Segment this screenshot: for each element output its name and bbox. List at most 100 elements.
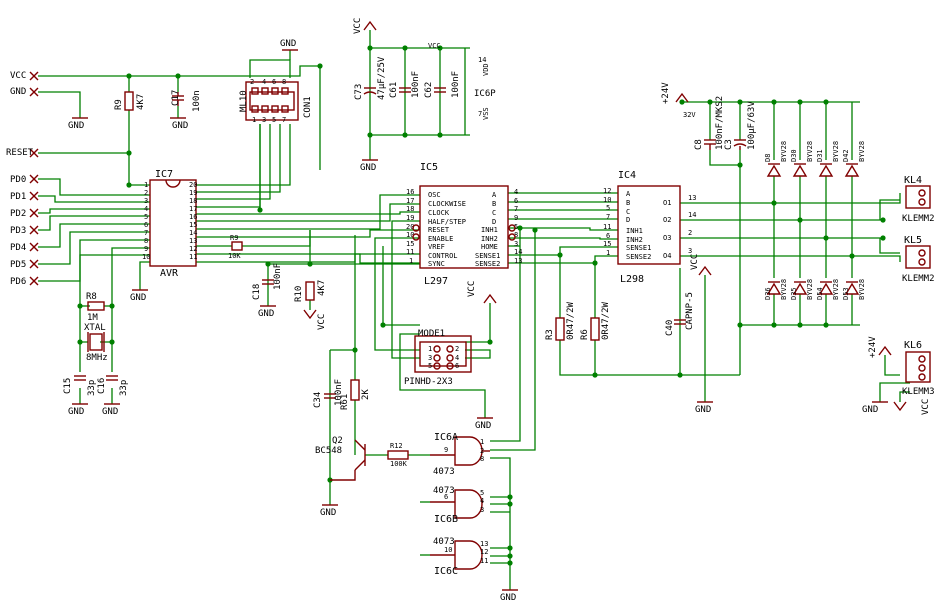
v32-label: 32V: [683, 111, 696, 119]
ic5-pin-num: 5: [514, 223, 518, 231]
c62-name: C62: [424, 82, 434, 98]
vcc-label: VCC: [353, 18, 363, 34]
r61-name: R61: [340, 394, 350, 410]
ic6a-type: 4073: [433, 467, 455, 477]
c40-value: CAPNP-5: [685, 292, 695, 330]
diode-type: BYV28: [780, 141, 788, 162]
c40-capacitor: C40 CAPNP-5: [665, 292, 695, 336]
ic4-pin-num: 7: [606, 213, 610, 221]
con1-pin: 4: [262, 78, 266, 86]
ic6c-pin: 10: [444, 546, 452, 554]
ic6p-vcc: VCC: [428, 42, 441, 50]
kl5-type: KLEMM2: [902, 274, 935, 284]
supply-symbols: [72, 20, 907, 591]
c17-value: 100n: [192, 90, 202, 112]
ic6a-pin: 1: [480, 438, 484, 446]
ic6p-pin: 14: [478, 56, 486, 64]
ic7-pin-label: 17: [189, 205, 197, 213]
ic4-out-label: O3: [663, 234, 671, 242]
con1-type: ML10: [239, 90, 249, 112]
r61-resistor: R61 2K: [340, 379, 371, 410]
ic7-pin-label: 15: [189, 221, 197, 229]
ic4-pin-label: C: [626, 208, 630, 216]
ic4-pin-label: SENSE2: [626, 253, 651, 261]
r6-resistor: R6 0R47/2W: [580, 301, 611, 341]
gnd-label: GND: [130, 293, 146, 303]
ic5-type: L297: [424, 276, 448, 287]
kl6-type: KLEMM3: [902, 387, 935, 397]
diode-label: D42: [842, 149, 850, 162]
ic7-pin-label: 7: [144, 229, 148, 237]
ic6a-gate: IC6A 4073 1 2 8 9: [430, 432, 490, 477]
ic4-pin-num: 11: [603, 223, 611, 231]
v24-label: +24V: [868, 336, 878, 358]
diode-type: BYV28: [832, 279, 840, 300]
con1-pin: 6: [272, 78, 276, 86]
ic6b-name: IC6B: [434, 514, 458, 525]
mode1-pin: 2: [455, 345, 459, 353]
r8-value: 1M: [87, 313, 98, 323]
gnd-label: GND: [68, 407, 84, 417]
ic4-pin-label: SENSE1: [626, 244, 651, 252]
c61-value: 100nF: [411, 71, 421, 98]
c17-capacitor: C17 100n: [171, 90, 202, 112]
r3-value: 0R47/2W: [566, 301, 576, 340]
ic7-type: AVR: [160, 268, 179, 279]
ic7-pin-label: 12: [189, 245, 197, 253]
mode1-pin: 4: [455, 354, 459, 362]
ic6p-vss: VSS: [482, 107, 490, 120]
r9-name: R9: [114, 99, 124, 110]
ic5-pin-num: 6: [514, 197, 518, 205]
diode-type: BYV28: [858, 141, 866, 162]
ic6b-pin: 4: [480, 497, 484, 505]
diode-type: BYV28: [832, 141, 840, 162]
kl6-name: KL6: [904, 340, 922, 351]
ic5-pin-num: 20: [406, 223, 414, 231]
gnd-label: GND: [280, 39, 296, 49]
c62-value: 100nF: [451, 71, 461, 98]
kl5-name: KL5: [904, 235, 922, 246]
ic7-pin-label: 19: [189, 189, 197, 197]
ic4-type: L298: [620, 274, 644, 285]
v24-label: +24V: [661, 82, 671, 104]
con1-pin: 2: [250, 78, 254, 86]
ic7-pin-label: 16: [189, 213, 197, 221]
r9-value: 4K7: [136, 94, 146, 110]
ic5-pin-num: 7: [514, 205, 518, 213]
ic5-pin-num: 3: [514, 240, 518, 248]
ic4-pin-num: 6: [606, 232, 610, 240]
ic5-pin-label: SENSE2: [475, 260, 500, 268]
r10-resistor: R10 4K7: [294, 280, 327, 302]
c73-capacitor: C73 47µF/25V: [354, 56, 387, 100]
mode1-pin: 6: [455, 362, 459, 370]
diode-array-top: D8 D30 D31 D42 BYV28 BYV28 BYV28 BYV28: [764, 141, 866, 177]
ic4-l298: IC4 L298 A B C D INH1 INH2 SENSE1 SENSE2…: [603, 170, 696, 285]
ic6b-pin: 3: [480, 506, 484, 514]
r6-name: R6: [580, 329, 590, 340]
port-pd3-label: PD3: [10, 226, 26, 236]
ic6b-type: 4073: [433, 486, 455, 496]
c16-value: 33p: [119, 380, 129, 396]
c73-name: C73: [354, 84, 364, 100]
vcc-label: VCC: [467, 281, 477, 297]
ic7-pin-label: 4: [144, 205, 148, 213]
ic7-pin-label: 18: [189, 197, 197, 205]
diode-array-bottom: D36 D35 D54 D53 BYV28 BYV28 BYV28 BYV28: [764, 279, 866, 300]
ic6b-pin: 5: [480, 489, 484, 497]
c15-name: C15: [63, 378, 73, 394]
ic5-pin-label: CLOCKWISE: [428, 200, 466, 208]
c18-value: 100nF: [273, 263, 283, 290]
ic4-pin-label: INH2: [626, 236, 643, 244]
ic5-pin-label: D: [492, 218, 496, 226]
junctions: [77, 45, 886, 566]
port-gnd-label: GND: [10, 87, 26, 97]
c61-name: C61: [389, 82, 399, 98]
port-vcc-label: VCC: [10, 71, 26, 81]
r12-resistor: R12 100K: [387, 442, 409, 468]
r8-resistor: R8 1M: [86, 292, 105, 323]
ic7-pin-label: 14: [189, 229, 197, 237]
ic5-pin-label: ENABLE: [428, 235, 453, 243]
ic5-pin-label: INH2: [481, 235, 498, 243]
kl4-type: KLEMM2: [902, 214, 935, 224]
ic5-pin-label: HALF/STEP: [428, 218, 466, 226]
